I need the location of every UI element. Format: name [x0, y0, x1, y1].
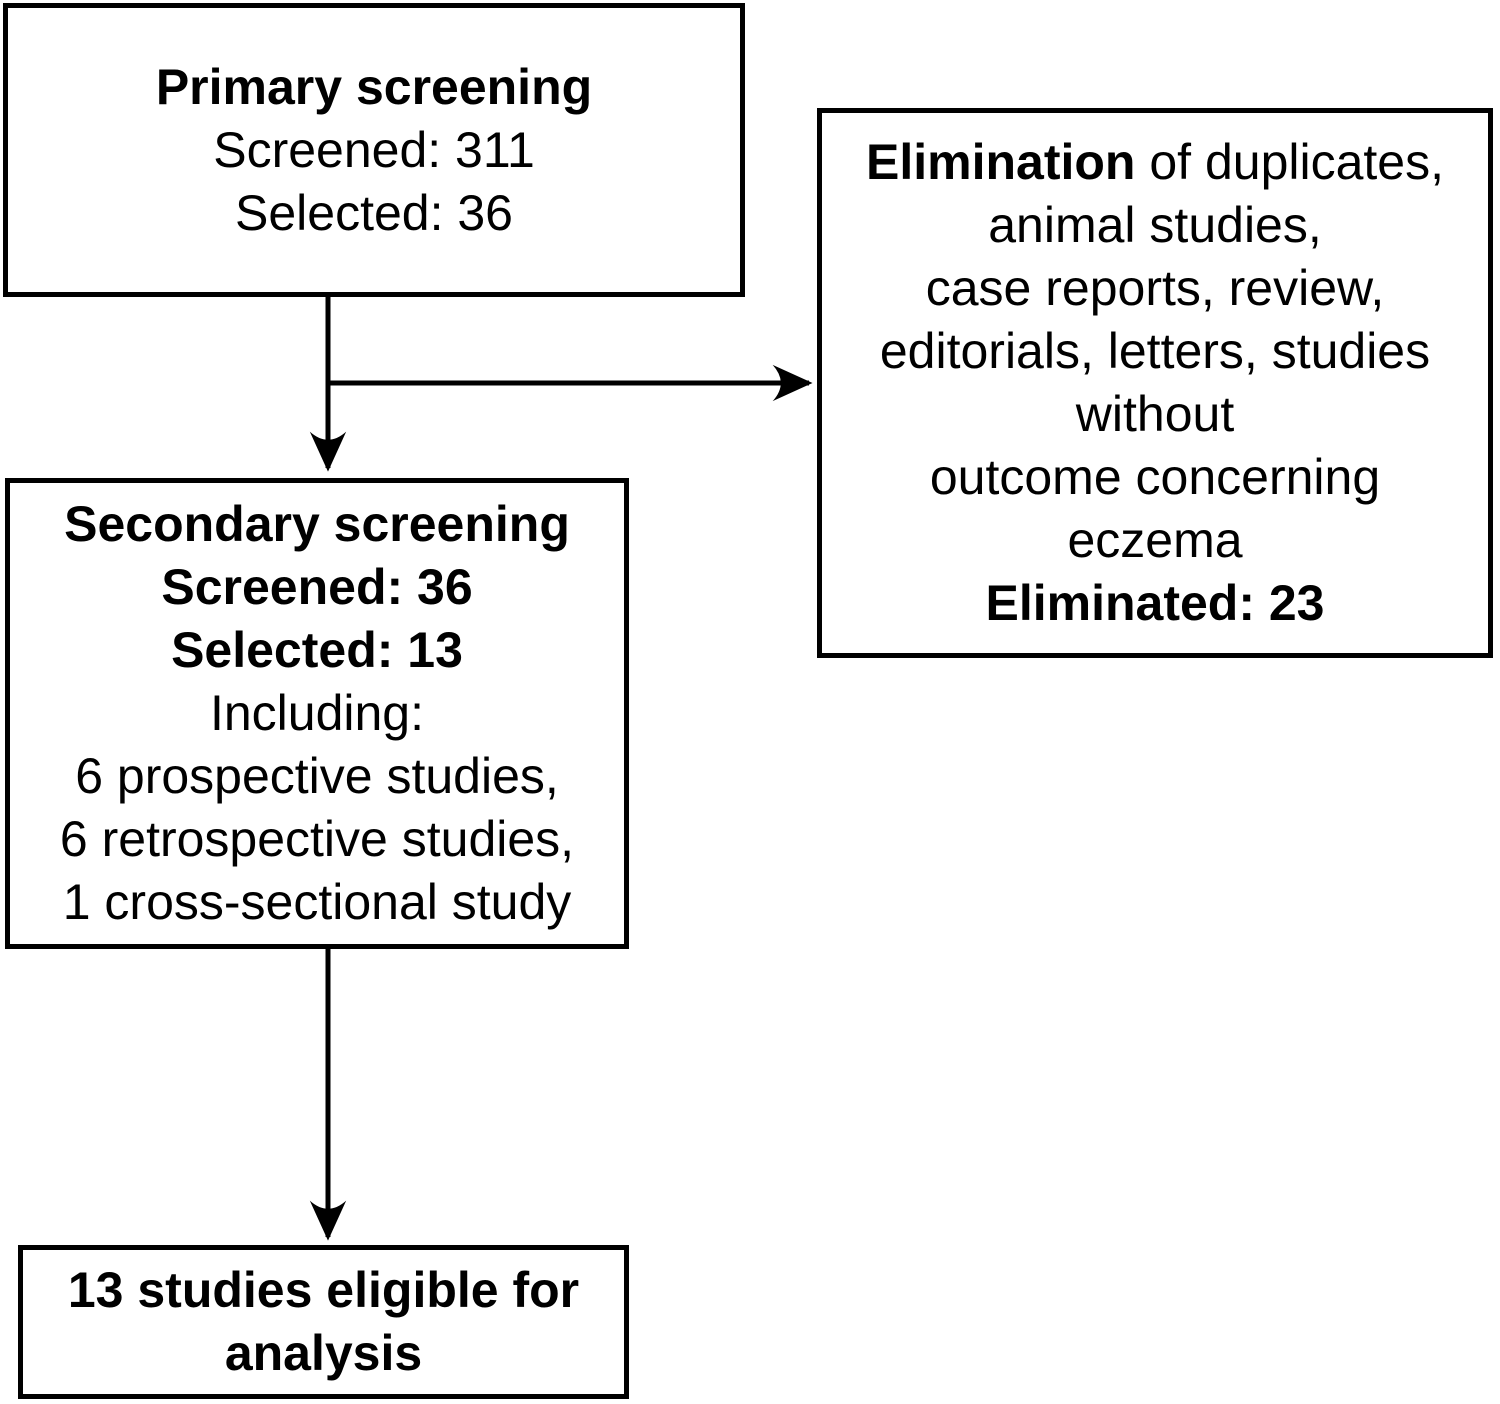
elimination-line-1: Elimination of duplicates,: [866, 131, 1444, 194]
elimination-lead-bold: Elimination: [866, 134, 1136, 190]
final-eligible-line-1: 13 studies eligible for: [67, 1262, 580, 1318]
elimination-line-2: animal studies,: [988, 197, 1322, 253]
elimination-line-7: eczema: [1067, 512, 1243, 568]
secondary-item-prospective: 6 prospective studies,: [75, 748, 559, 804]
elimination-line-3: case reports, review,: [925, 260, 1385, 316]
primary-screened-count: Screened: 311: [213, 121, 535, 178]
secondary-including-label: Including:: [209, 685, 425, 741]
secondary-screened-count: Screened: 36: [161, 559, 473, 615]
elimination-line-5: without: [1075, 386, 1235, 442]
elimination-box: Elimination of duplicates, animal studie…: [817, 108, 1493, 658]
secondary-screening-box: Secondary screening Screened: 36 Selecte…: [5, 478, 629, 949]
secondary-screening-title: Secondary screening: [64, 496, 570, 552]
eliminated-count: Eliminated: 23: [985, 575, 1325, 631]
final-eligible-box: 13 studies eligible for analysis: [18, 1245, 629, 1399]
elimination-line-6: outcome concerning: [929, 449, 1381, 505]
primary-screening-title: Primary screening: [155, 58, 593, 115]
primary-selected-count: Selected: 36: [235, 184, 513, 241]
elimination-lead-rest: of duplicates,: [1135, 134, 1444, 190]
secondary-item-cross-sectional: 1 cross-sectional study: [62, 874, 572, 930]
elimination-line-4: editorials, letters, studies: [879, 323, 1431, 379]
final-eligible-line-2: analysis: [224, 1325, 423, 1381]
secondary-selected-count: Selected: 13: [171, 622, 463, 678]
secondary-item-retrospective: 6 retrospective studies,: [59, 811, 575, 867]
primary-screening-box: Primary screening Screened: 311 Selected…: [3, 3, 745, 297]
